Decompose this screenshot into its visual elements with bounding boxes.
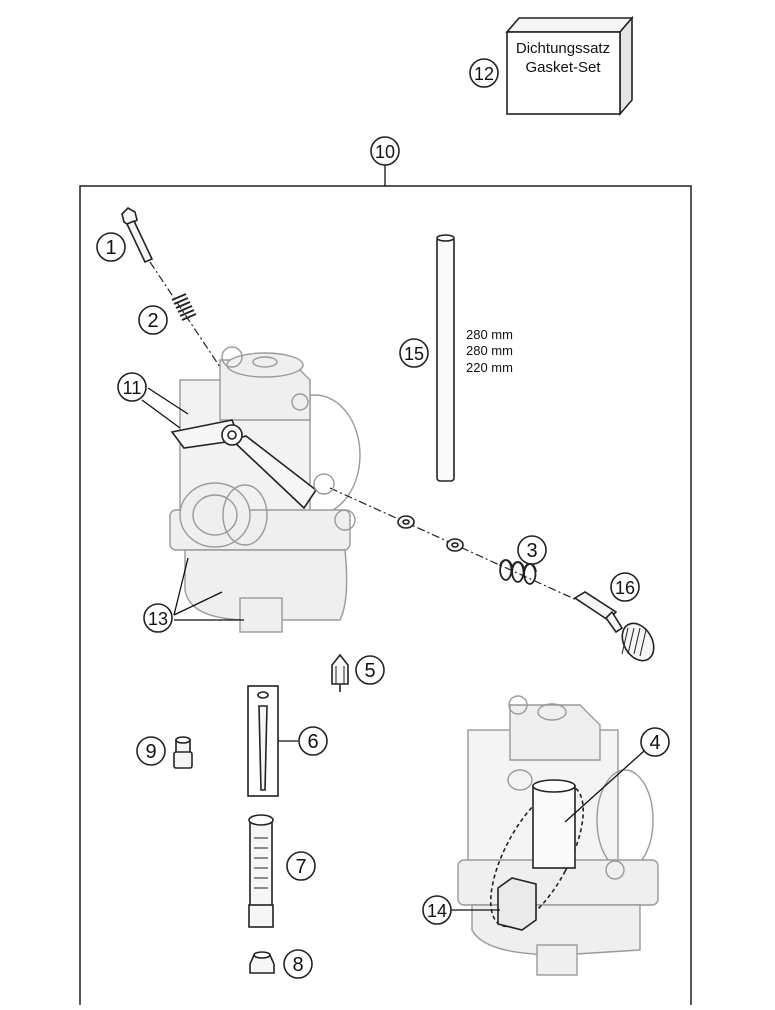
main-jet-part — [249, 951, 275, 974]
vent-tube: 280 mm 280 mm 220 mm — [436, 234, 513, 482]
callout-6: 6 — [298, 726, 328, 756]
svg-text:14: 14 — [427, 901, 447, 921]
callout-5: 5 — [355, 655, 385, 685]
float-highlight — [489, 784, 585, 928]
callout-12: 12 — [469, 58, 499, 88]
callout-16: 16 — [610, 572, 640, 602]
washer-1 — [397, 515, 415, 529]
svg-text:9: 9 — [145, 741, 156, 763]
callout-14: 14 — [422, 895, 452, 925]
pilot-jet-part — [173, 736, 193, 769]
spring-part — [171, 293, 197, 321]
idle-spring-part — [499, 559, 537, 585]
svg-text:5: 5 — [364, 660, 375, 682]
screw-axis-line — [149, 261, 223, 371]
svg-text:8: 8 — [292, 954, 303, 976]
svg-text:3: 3 — [526, 540, 537, 562]
callout-9: 9 — [136, 736, 166, 766]
tube-length-1: 280 mm — [466, 327, 513, 342]
svg-text:6: 6 — [307, 731, 318, 753]
callout-8: 8 — [283, 949, 313, 979]
callout-7: 7 — [286, 851, 316, 881]
callout-1: 1 — [96, 232, 126, 262]
float-part — [532, 779, 576, 869]
callout-13: 13 — [143, 603, 173, 633]
gasket-box-line2: Gasket-Set — [525, 59, 601, 76]
svg-text:16: 16 — [615, 578, 635, 598]
svg-text:2: 2 — [147, 310, 158, 332]
svg-text:11: 11 — [123, 378, 142, 398]
leader-lines — [141, 387, 655, 911]
svg-text:1: 1 — [105, 237, 116, 259]
gasket-set-box: Dichtungssatz Gasket-Set — [505, 15, 634, 117]
float-needle-part — [331, 653, 349, 692]
callout-11: 11 — [117, 372, 147, 402]
float-chamber-gasket-part — [497, 877, 537, 931]
jet-needle-part — [247, 685, 279, 797]
callout-15: 15 — [399, 338, 429, 368]
washer-2 — [446, 538, 464, 552]
svg-text:10: 10 — [375, 142, 395, 162]
svg-text:13: 13 — [148, 609, 168, 629]
idle-screw-part — [313, 473, 655, 662]
tube-length-3: 220 mm — [466, 360, 513, 375]
gasket-box-line1: Dichtungssatz — [516, 40, 610, 57]
svg-text:12: 12 — [474, 64, 494, 84]
svg-text:4: 4 — [649, 732, 660, 754]
emulsion-tube-part — [248, 814, 274, 928]
screw-part — [121, 207, 154, 264]
callout-2: 2 — [138, 305, 168, 335]
svg-text:15: 15 — [404, 344, 424, 364]
callout-3: 3 — [517, 535, 547, 565]
callout-4: 4 — [640, 727, 670, 757]
svg-text:7: 7 — [295, 856, 306, 878]
tube-length-2: 280 mm — [466, 343, 513, 358]
callout-10: 10 — [370, 136, 400, 166]
throttle-lever — [170, 419, 318, 510]
kit-frame — [79, 165, 692, 1005]
